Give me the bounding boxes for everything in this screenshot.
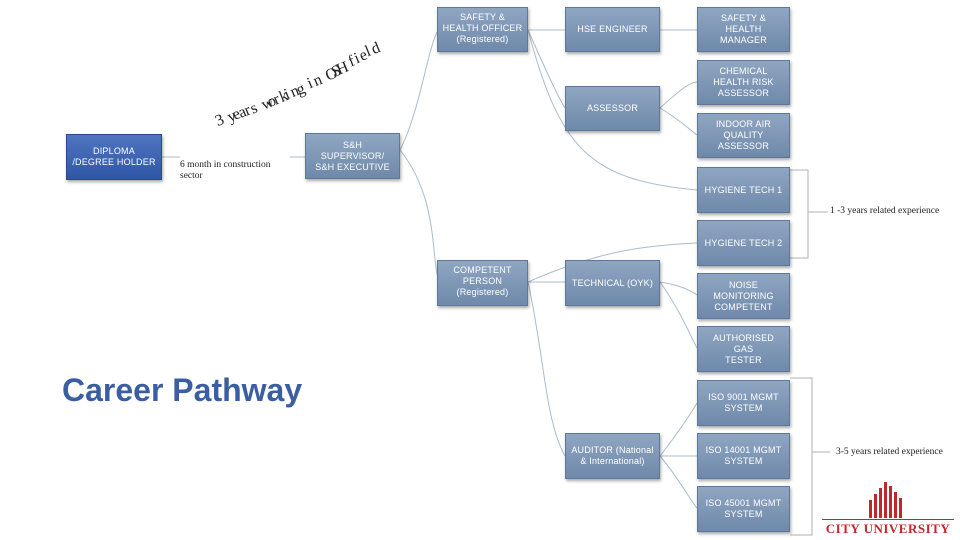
iso-9001-box: ISO 9001 MGMT SYSTEM (697, 380, 790, 426)
authorised-gas-tester-box: AUTHORISED GAS TESTER (697, 326, 790, 372)
chemical-health-risk-assessor-box: CHEMICAL HEALTH RISK ASSESSOR (697, 60, 790, 105)
technical-oyk-box: TECHNICAL (OYK) (565, 260, 660, 306)
experience-note-3-5-years: 3-5 years related experience (836, 447, 943, 457)
page-title: Career Pathway (62, 372, 303, 408)
experience-note-1-3-years: 1 -3 years related experience (830, 206, 940, 216)
iso-45001-box: ISO 45001 MGMT SYSTEM (697, 486, 790, 532)
logo-wordmark: CITY UNIVERSITY (822, 519, 954, 537)
hygiene-tech-1-box: HYGIENE TECH 1 (697, 167, 790, 213)
competent-person-box: COMPETENT PERSON (Registered) (437, 260, 528, 306)
auditor-box: AUDITOR (National & International) (565, 433, 660, 479)
safety-health-manager-box: SAFETY & HEALTH MANAGER (697, 7, 790, 52)
hse-engineer-box: HSE ENGINEER (565, 7, 660, 52)
safety-health-officer-box: SAFETY & HEALTH OFFICER (Registered) (437, 7, 528, 52)
construction-note: 6 month in construction sector (180, 160, 271, 181)
hygiene-tech-2-box: HYGIENE TECH 2 (697, 220, 790, 266)
diploma-degree-holder-box: DIPLOMA /DEGREE HOLDER (66, 134, 162, 180)
assessor-box: ASSESSOR (565, 86, 660, 131)
indoor-air-quality-assessor-box: INDOOR AIR QUALITY ASSESSOR (697, 113, 790, 158)
noise-monitoring-competent-box: NOISE MONITORING COMPETENT (697, 273, 790, 319)
building-logo-icon (869, 482, 902, 518)
iso-14001-box: ISO 14001 MGMT SYSTEM (697, 433, 790, 479)
sh-supervisor-box: S&H SUPERVISOR/ S&H EXECUTIVE (305, 133, 400, 179)
city-university-logo: CITY UNIVERSITY (818, 478, 958, 538)
